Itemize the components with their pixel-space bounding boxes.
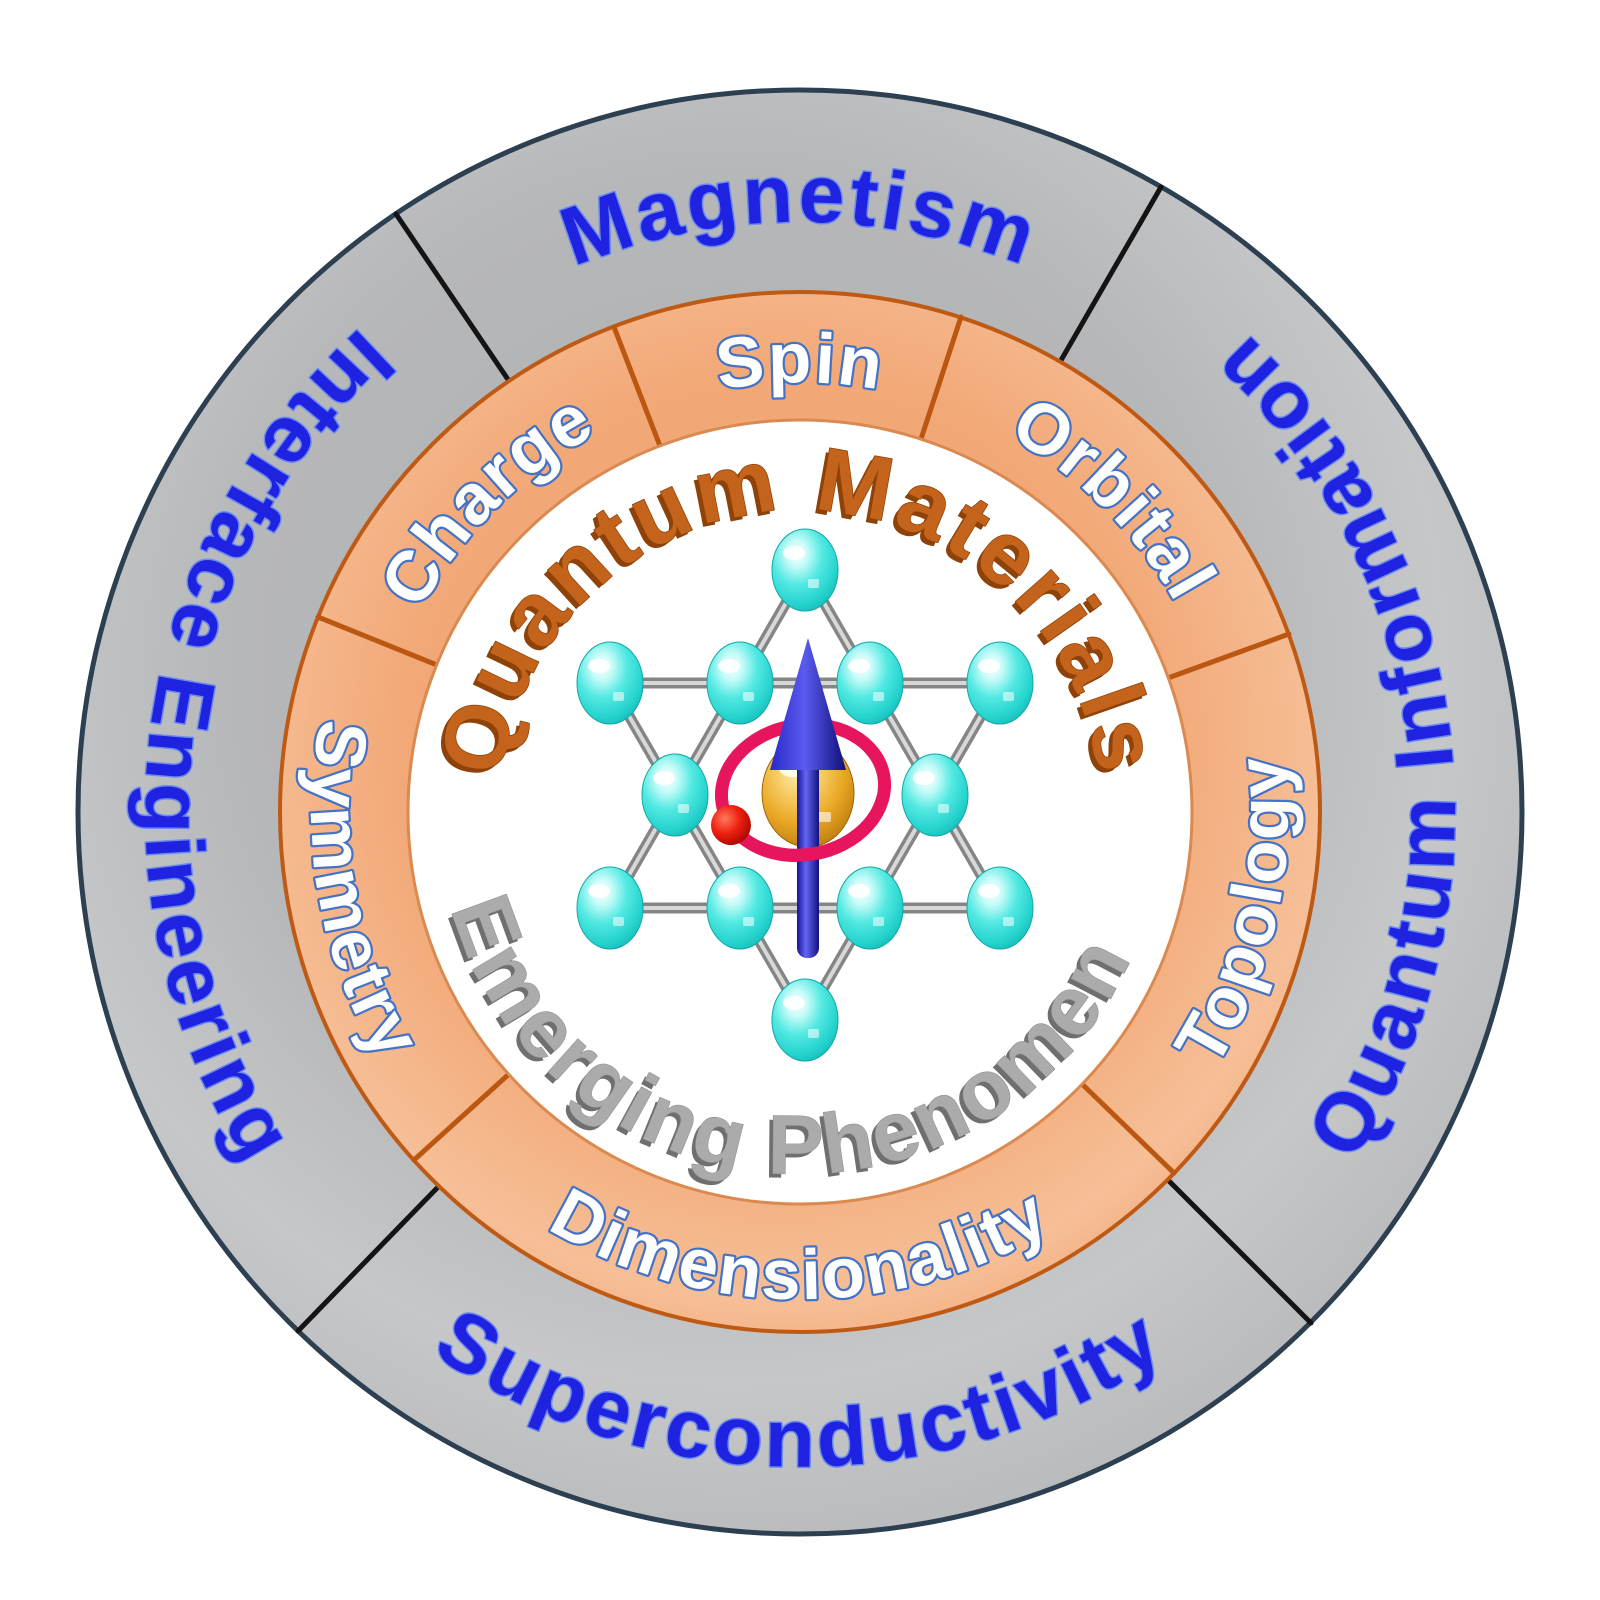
middle-divider [611,324,663,449]
atom-icon [901,753,969,837]
atom-icon [836,866,904,950]
middle-divider [411,1071,512,1163]
outer-ring-dividers [295,184,1314,1334]
atom-icon [966,641,1034,725]
atom-icon [836,641,904,725]
atom-icon [641,753,709,837]
electron-icon [710,805,751,846]
orbital-ring-front-group [710,796,889,862]
middle-divider [1079,1081,1177,1176]
outer-divider [1057,184,1164,365]
middle-divider [315,614,440,668]
ion-highlight [818,812,831,822]
bond-highlight [608,681,807,1022]
bond-highlight [608,568,807,910]
atom-icon [706,866,774,950]
middle-label-text: Spin [709,317,889,408]
orbital-ring-front [725,796,889,862]
spin-arrow-head [770,638,846,770]
middle-divider [918,314,964,442]
atom-icon [576,866,644,950]
bond-highlight [803,568,1002,910]
crystal-lattice-icon [576,528,1034,1062]
atom-icon [576,641,644,725]
outer-divider [1165,1177,1314,1326]
atom-icon [706,641,774,725]
atom-icon [771,528,839,612]
outer-divider [295,1183,442,1334]
middle-ring-dividers [315,314,1292,1176]
atom-icon [966,866,1034,950]
bond-highlight [803,681,1002,1022]
middle-divider [1165,631,1292,681]
middle-segment-label-spin: Spin [711,319,889,405]
outer-divider [393,211,512,384]
atom-icon [771,978,839,1062]
